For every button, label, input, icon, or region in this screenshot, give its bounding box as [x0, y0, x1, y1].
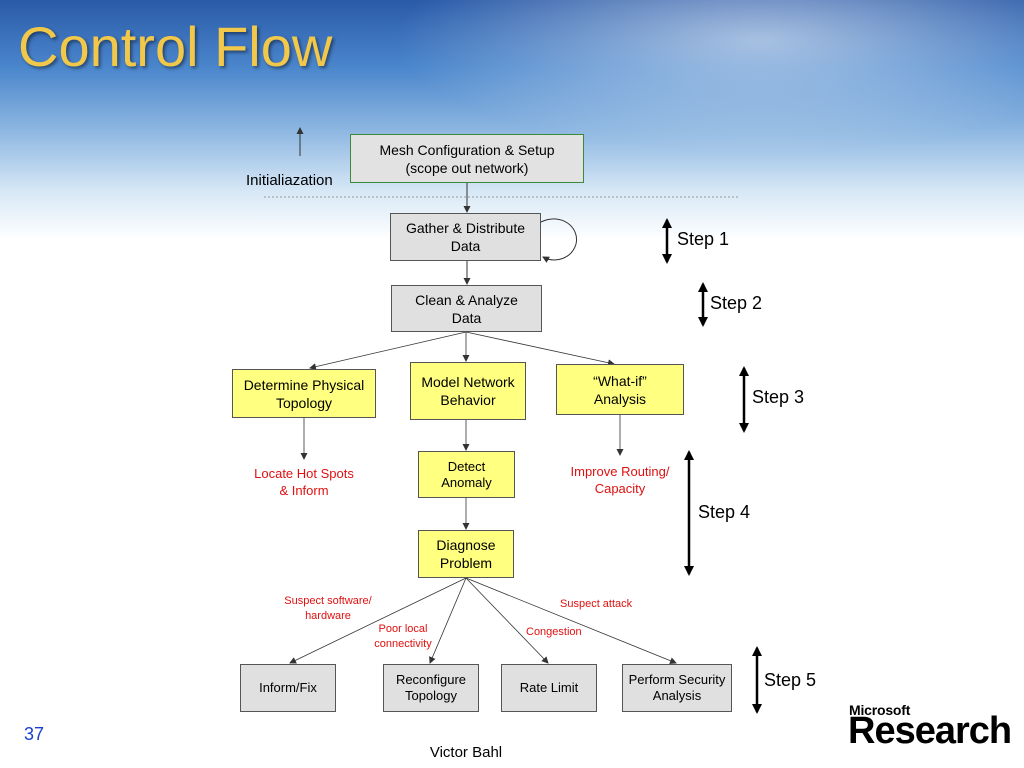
security-line1: Perform Security: [628, 672, 726, 687]
hot-spots-line2: & Inform: [279, 483, 329, 498]
step-4-label: Step 4: [698, 502, 751, 522]
whatif-line2: Analysis: [593, 390, 647, 407]
improve-routing-line2: Capacity: [594, 481, 646, 496]
rate-limit-label: Rate Limit: [519, 680, 579, 695]
mesh-config-line2: (scope out network): [405, 159, 529, 176]
logo-microsoft-text: Microsoft: [849, 702, 911, 718]
diagnose-line2: Problem: [439, 555, 493, 571]
mesh-config-line1: Mesh Configuration & Setup: [379, 141, 555, 158]
step-2-label: Step 2: [710, 293, 763, 313]
physical-line1: Determine Physical: [243, 376, 365, 393]
arrow-diagnose-security: [465, 577, 677, 664]
initialization-label: Initialiazation: [246, 172, 333, 189]
physical-line2: Topology: [275, 394, 333, 411]
arrow-diagnose-reconfigure: [429, 577, 467, 664]
model-line2: Behavior: [440, 392, 496, 408]
diagnose-line1: Diagnose: [436, 537, 496, 553]
locate-hot-spots-label: Locate Hot Spots & Inform: [234, 465, 374, 499]
security-line2: Analysis: [652, 688, 702, 703]
suspect-sw-line1: Suspect software/: [284, 595, 372, 607]
gather-self-loop: [540, 218, 578, 263]
microsoft-research-logo: Microsoft Research: [848, 700, 1016, 756]
reconfigure-line2: Topology: [404, 688, 458, 703]
logo-research-text: Research: [848, 710, 1012, 752]
clean-line2: Data: [451, 309, 482, 326]
mesh-configuration-box: Mesh Configuration & Setup(scope out net…: [350, 134, 584, 183]
inform-fix-label: Inform/Fix: [259, 680, 317, 695]
suspect-attack-label: Suspect attack: [560, 598, 633, 610]
arrow-clean-whatif: [465, 331, 615, 367]
poor-local-line1: Poor local: [378, 623, 428, 635]
arrow-diagnose-inform: [289, 577, 467, 664]
gather-line1: Gather & Distribute: [405, 220, 526, 236]
model-line1: Model Network: [421, 374, 515, 390]
reconfigure-line1: Reconfigure: [395, 672, 467, 687]
clean-line1: Clean & Analyze: [415, 291, 518, 308]
hot-spots-line1: Locate Hot Spots: [254, 466, 354, 481]
author-name: Victor Bahl: [429, 744, 503, 761]
arrow-diagnose-ratelimit: [465, 577, 549, 664]
header-background: [0, 0, 1024, 240]
slide-title: Control Flow: [18, 15, 333, 78]
detect-line1: Detect: [447, 458, 486, 474]
poor-local-connectivity-label: Poor local connectivity: [362, 622, 444, 652]
gather-line2: Data: [450, 238, 481, 254]
arrow-clean-physical: [309, 331, 467, 371]
inform-fix-box: Inform/Fix: [240, 664, 336, 712]
whatif-line1: “What-if”: [593, 372, 647, 389]
step-1-label: Step 1: [677, 229, 730, 249]
improve-routing-line1: Improve Routing/: [570, 464, 670, 479]
congestion-label: Congestion: [526, 626, 582, 638]
improve-routing-label: Improve Routing/ Capacity: [556, 463, 684, 497]
step-5-label: Step 5: [764, 670, 817, 690]
detect-line2: Anomaly: [441, 474, 492, 490]
rate-limit-box: Rate Limit: [501, 664, 597, 712]
what-if-analysis-box: “What-if”Analysis: [556, 364, 684, 415]
step-3-label: Step 3: [752, 387, 805, 407]
poor-local-line2: connectivity: [374, 638, 432, 650]
suspect-software-label: Suspect software/ hardware: [270, 594, 386, 624]
suspect-sw-line2: hardware: [305, 610, 351, 622]
page-number: 37: [24, 724, 45, 744]
